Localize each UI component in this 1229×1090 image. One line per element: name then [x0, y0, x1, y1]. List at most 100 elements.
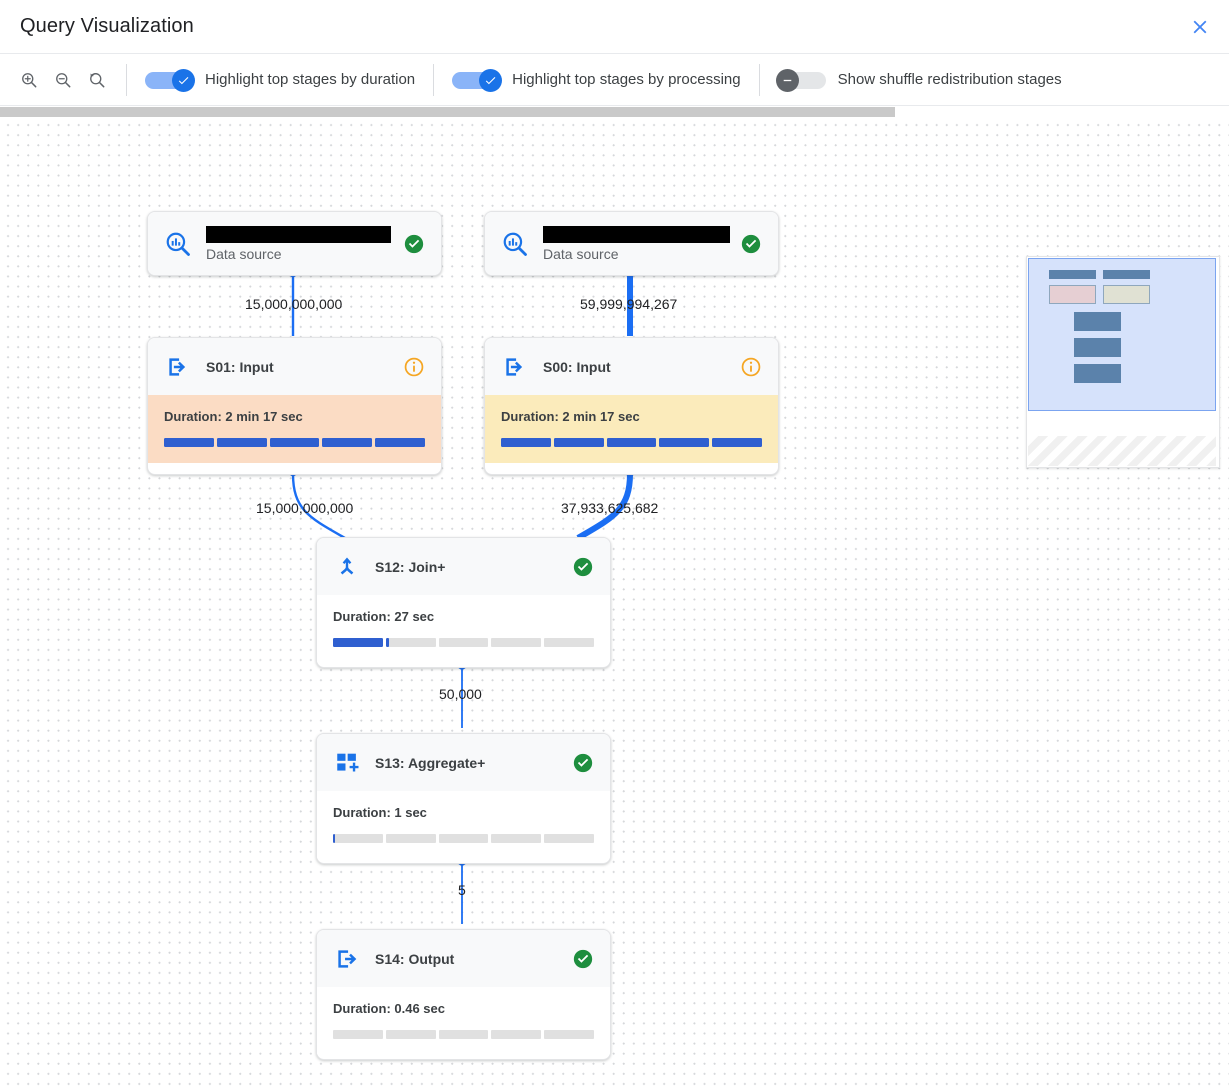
page-title: Query Visualization: [20, 15, 194, 37]
minimap-viewport[interactable]: [1028, 258, 1216, 411]
merge-join-icon: [333, 553, 361, 581]
status-badge-info[interactable]: [403, 356, 425, 378]
toggle-highlight-processing[interactable]: Highlight top stages by processing: [436, 54, 756, 105]
zoom-in-icon: [22, 72, 37, 87]
toggle-highlight-processing-switch[interactable]: [452, 68, 503, 92]
node-subtitle: Data source: [206, 245, 282, 262]
status-badge-success: [740, 233, 762, 255]
check-icon: [485, 76, 496, 84]
status-badge-success: [572, 556, 594, 578]
check-circle-icon: [741, 234, 761, 253]
minimap-node: [1074, 338, 1121, 357]
progress-segment: [385, 834, 436, 843]
edge-label: 15,000,000,000: [256, 500, 354, 516]
node-text-wrap: Data source: [206, 225, 403, 262]
graph-node-s00-input[interactable]: S00: Input Duration: 2 min 17 sec: [484, 337, 779, 475]
check-circle-icon: [573, 557, 593, 576]
progress-segment: [491, 638, 542, 647]
toolbar-divider: [126, 63, 127, 96]
toolbar-divider: [758, 63, 760, 96]
close-button[interactable]: [1183, 10, 1217, 44]
edge-label: 59,999,994,267: [580, 296, 678, 312]
graph-node-s12-join[interactable]: S12: Join+ Duration: 27 sec: [316, 537, 611, 668]
node-body: Duration: 2 min 17 sec: [148, 395, 441, 463]
node-body: Duration: 0.46 sec: [317, 987, 610, 1055]
toggle-shuffle-stages[interactable]: Show shuffle redistribution stages: [762, 54, 1078, 105]
progress-segment: [606, 438, 657, 447]
aggregate-plus-icon: [333, 749, 361, 777]
toggle-highlight-duration-switch[interactable]: [145, 68, 195, 92]
progress-bar: [501, 438, 762, 447]
zoom-in-button[interactable]: [12, 63, 46, 97]
edge-label: 50,000: [439, 686, 482, 702]
data-source-search-icon: [501, 230, 529, 258]
node-title: S13: Aggregate+: [375, 754, 486, 771]
toggle-highlight-duration-label: Highlight top stages by duration: [205, 71, 416, 88]
node-header: S01: Input: [148, 338, 441, 395]
zoom-out-button[interactable]: [46, 63, 80, 97]
duration-label: Duration: 1 sec: [333, 805, 427, 820]
node-body: Duration: 1 sec: [317, 791, 610, 859]
toggle-highlight-duration[interactable]: Highlight top stages by duration: [129, 54, 431, 105]
progress-segment: [438, 638, 489, 647]
check-circle-icon: [573, 949, 593, 968]
graph-node-data-source-left[interactable]: Data source: [147, 211, 442, 276]
input-arrow-icon: [164, 353, 192, 381]
progress-segment: [438, 1030, 489, 1039]
zoom-reset-button[interactable]: [80, 63, 114, 97]
node-body: Duration: 27 sec: [317, 595, 610, 663]
graph-node-s14-output[interactable]: S14: Output Duration: 0.46 sec: [316, 929, 611, 1060]
graph-toolbar: Highlight top stages by duration Highlig…: [0, 53, 1229, 106]
progress-segment: [659, 438, 710, 447]
progress-segment: [712, 438, 762, 447]
progress-segment: [164, 438, 214, 447]
toggle-shuffle-stages-label: Show shuffle redistribution stages: [837, 71, 1062, 88]
progress-segment: [216, 438, 267, 447]
node-title: S12: Join+: [375, 558, 446, 575]
status-badge-info[interactable]: [740, 356, 762, 378]
duration-label: Duration: 27 sec: [333, 609, 435, 624]
progress-segment: [333, 1030, 383, 1039]
progress-segment: [269, 438, 320, 447]
check-circle-icon: [573, 753, 593, 772]
minimap-node: [1074, 364, 1121, 383]
graph-canvas[interactable]: 15,000,000,000 59,999,994,267 15,000,000…: [0, 118, 1229, 1090]
status-badge-success: [572, 752, 594, 774]
toggle-shuffle-stages-switch[interactable]: [775, 68, 826, 92]
horizontal-scrollbar[interactable]: [0, 107, 1229, 118]
node-header: S14: Output: [317, 930, 610, 987]
node-header: S00: Input: [485, 338, 778, 395]
progress-segment: [553, 438, 604, 447]
toggle-highlight-processing-label: Highlight top stages by processing: [512, 71, 741, 88]
progress-segment: [333, 638, 383, 647]
info-circle-icon: [404, 357, 424, 376]
graph-node-s13-aggregate[interactable]: S13: Aggregate+ Duration: 1 sec: [316, 733, 611, 864]
progress-bar: [333, 1030, 594, 1039]
redacted-data-source-name: [543, 225, 730, 243]
progress-segment: [544, 834, 594, 843]
progress-segment: [375, 438, 425, 447]
duration-label: Duration: 2 min 17 sec: [164, 409, 303, 424]
zoom-out-icon: [56, 72, 71, 87]
horizontal-scrollbar-thumb[interactable]: [0, 107, 895, 117]
node-body: Duration: 2 min 17 sec: [485, 395, 778, 463]
node-title: S14: Output: [375, 950, 455, 967]
graph-node-data-source-right[interactable]: Data source: [484, 211, 779, 276]
dialog-title-bar: Query Visualization: [0, 0, 1229, 53]
node-subtitle: Data source: [543, 245, 619, 262]
progress-bar: [333, 638, 594, 647]
check-circle-icon: [404, 234, 424, 253]
progress-segment: [544, 638, 594, 647]
node-title: S00: Input: [543, 358, 611, 375]
output-arrow-icon: [333, 945, 361, 973]
edge-label: 15,000,000,000: [245, 296, 343, 312]
graph-node-s01-input[interactable]: S01: Input Duration: 2 min 17 sec: [147, 337, 442, 475]
progress-segment: [491, 1030, 542, 1039]
node-header: Data source: [148, 212, 441, 275]
progress-bar: [333, 834, 594, 843]
progress-segment: [501, 438, 551, 447]
edge-label: 37,933,625,682: [561, 500, 659, 516]
minimap[interactable]: [1026, 256, 1220, 468]
minimap-node: [1103, 270, 1150, 279]
progress-segment: [333, 834, 383, 843]
